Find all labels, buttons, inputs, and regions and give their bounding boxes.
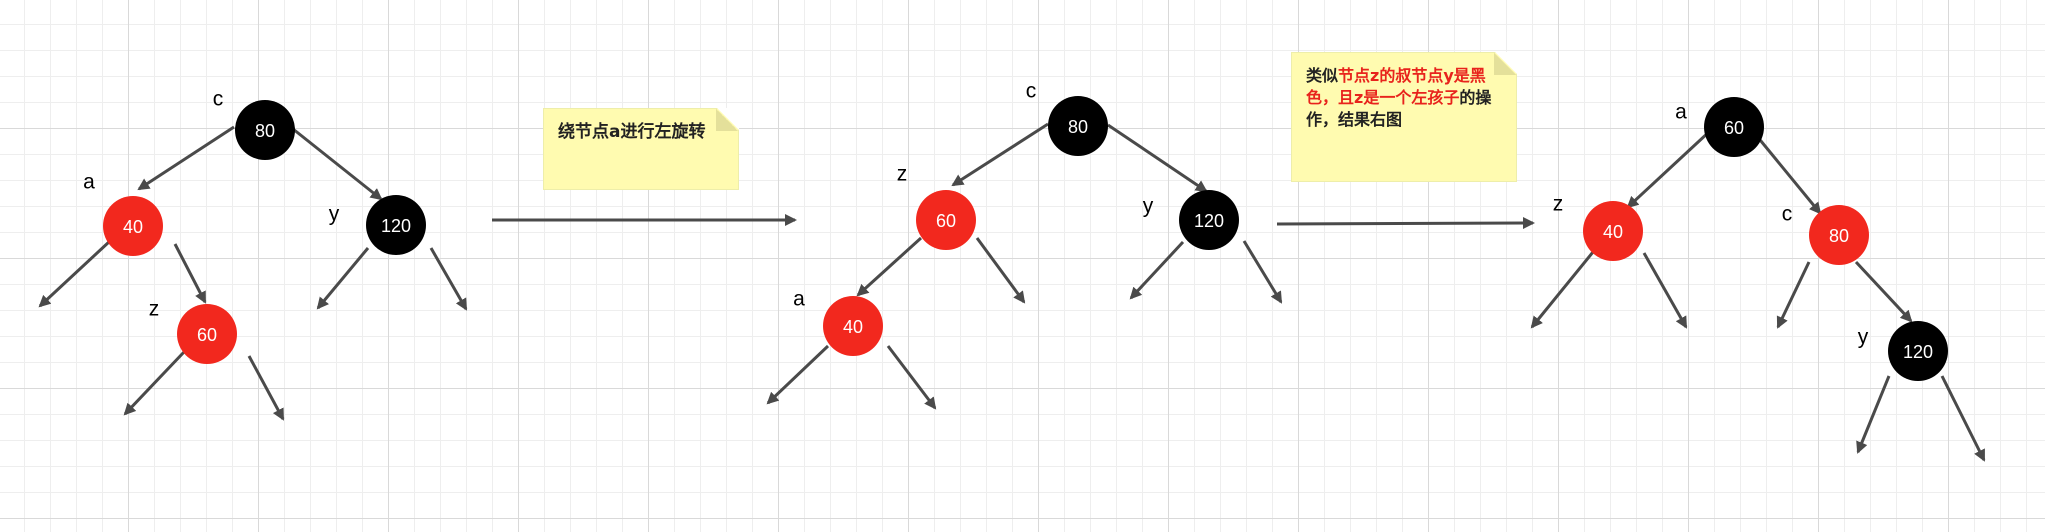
tree2-node-80-key: 80 [1068, 117, 1088, 137]
edge-80-40 [137, 125, 235, 191]
tree3-node-60 [1704, 97, 1764, 157]
edge-80-null-left [1776, 261, 1811, 329]
note-fold-corner [1494, 53, 1516, 75]
tree1-node-60 [177, 304, 237, 364]
tree1-node-120-key: 120 [381, 216, 411, 236]
edge-120-null-right [1940, 375, 1986, 462]
edge-60-40 [856, 236, 923, 297]
tree2-node-60 [916, 190, 976, 250]
edge-60-null-right [247, 355, 285, 421]
edge-60-80 [1754, 134, 1822, 215]
tree3-node-120-label: y [1858, 326, 1869, 349]
tree3-node-60-key: 60 [1724, 118, 1744, 138]
tree2-node-80-label: c [1026, 80, 1037, 103]
tree3-node-120 [1888, 321, 1948, 381]
edge-60-null-right [975, 237, 1026, 304]
tree2-node-40-key: 40 [843, 317, 863, 337]
edge-120-null-left [1856, 375, 1891, 454]
edge-40-null-right [1642, 252, 1688, 329]
edge-120-null-right [429, 247, 468, 311]
tree-result: 60 a 40 z 80 c 120 y [1530, 97, 1986, 462]
tree3-node-60-label: a [1675, 101, 1687, 124]
edge-40-null-right [886, 345, 937, 410]
tree1-node-120-label: y [329, 203, 340, 226]
tree3-node-40 [1583, 201, 1643, 261]
tree2-node-40 [823, 296, 883, 356]
note-fold-corner [716, 109, 738, 131]
edge-80-120 [292, 127, 383, 201]
edge-80-60 [951, 122, 1049, 187]
tree1-node-80 [235, 100, 295, 160]
tree2-node-60-label: z [897, 163, 908, 186]
tree2-node-120 [1179, 190, 1239, 250]
tree1-node-120 [366, 195, 426, 255]
tree2-node-40-label: a [793, 288, 805, 311]
tree2-node-60-key: 60 [936, 211, 956, 231]
tree-after-rotation: 80 c 60 z 120 y 40 a [766, 80, 1283, 410]
edge-120-null-left [1129, 240, 1185, 300]
edge-120-null-right [1242, 240, 1283, 304]
note-case-text: 类似节点z的叔节点y是黑色，且z是一个左孩子的操作，结果右图 [1306, 65, 1502, 131]
sticky-note-rotation: 绕节点a进行左旋转 [543, 108, 739, 190]
tree1-node-40 [103, 196, 163, 256]
tree1-node-80-key: 80 [255, 121, 275, 141]
edge-60-null-left [123, 350, 186, 416]
tree2-node-120-label: y [1143, 195, 1154, 218]
tree1-node-40-key: 40 [123, 217, 143, 237]
tree3-node-40-label: z [1553, 193, 1564, 216]
note-case-prefix: 类似 [1306, 66, 1339, 85]
note-case-suffix: 的操作，结果右图 [1306, 88, 1492, 129]
edge-40-60 [173, 243, 207, 304]
tree1-node-60-key: 60 [197, 325, 217, 345]
tree1-node-40-label: a [83, 171, 95, 194]
tree3-node-80 [1809, 205, 1869, 265]
edge-60-40 [1626, 129, 1712, 209]
tree3-node-80-label: c [1782, 203, 1793, 226]
tree3-node-120-key: 120 [1903, 342, 1933, 362]
edge-120-null-left [316, 247, 370, 310]
transition-arrow-2 [1276, 217, 1535, 230]
sticky-note-case: 类似节点z的叔节点y是黑色，且z是一个左孩子的操作，结果右图 [1291, 52, 1517, 182]
edge-80-120 [1854, 260, 1913, 323]
tree3-node-80-key: 80 [1829, 226, 1849, 246]
edge-40-null-left [766, 344, 830, 405]
tree1-node-60-label: z [149, 298, 160, 321]
edge-40-null-left [1530, 251, 1595, 329]
tree2-node-80 [1048, 96, 1108, 156]
note-rotation-text: 绕节点a进行左旋转 [558, 122, 706, 142]
edge-40-null-left [38, 239, 112, 308]
note-case-highlight: 节点z的叔节点y是黑色，且z是一个左孩子 [1306, 66, 1486, 107]
tree1-node-80-label: c [213, 88, 224, 111]
edge-80-120 [1107, 123, 1208, 193]
tree-before: 80 c 40 a 120 y 60 z [38, 88, 468, 421]
tree2-node-120-key: 120 [1194, 211, 1224, 231]
tree3-node-40-key: 40 [1603, 222, 1623, 242]
